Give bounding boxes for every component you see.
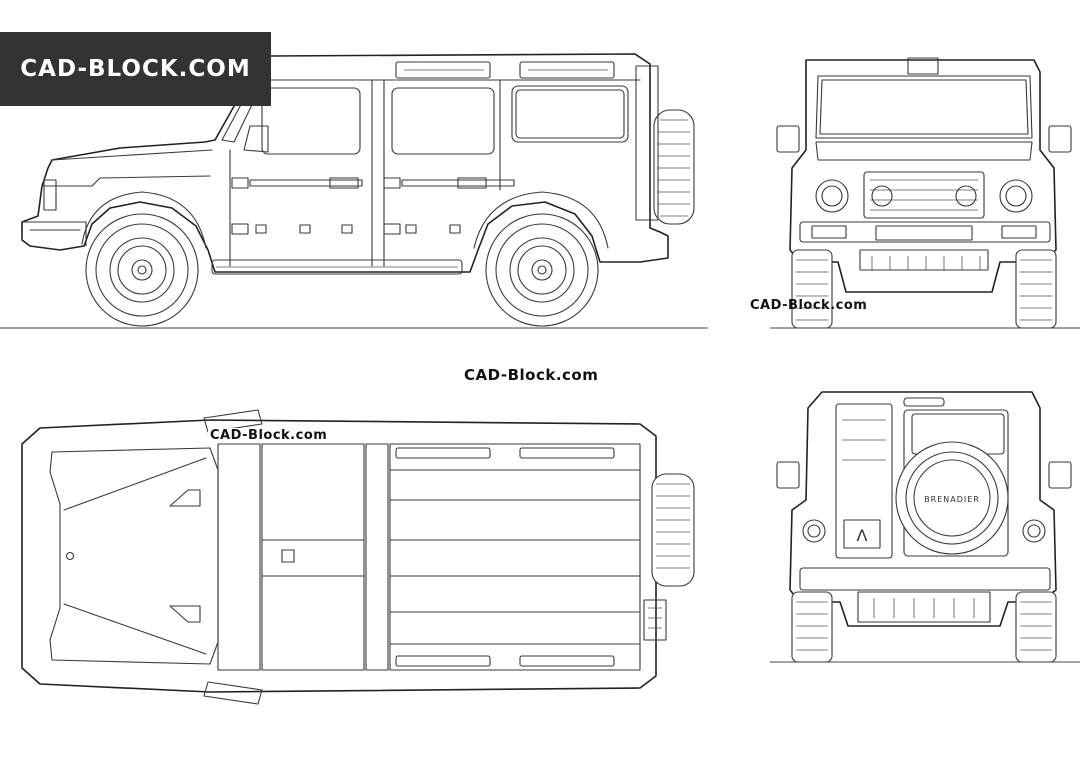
front-mirror-right bbox=[1048, 125, 1072, 153]
front-tire-left bbox=[791, 249, 833, 329]
side-front-wheel bbox=[85, 213, 199, 327]
side-door-handle-1 bbox=[231, 177, 249, 189]
top-roof-rear bbox=[365, 443, 389, 671]
side-headlight bbox=[43, 179, 57, 211]
front-aux-light-left bbox=[871, 185, 893, 207]
rear-logo-box bbox=[843, 519, 881, 549]
side-roof-rack-1 bbox=[395, 61, 491, 79]
side-spare-wheel bbox=[635, 65, 695, 225]
rear-view: Λ BRENADIER bbox=[770, 391, 1080, 663]
rear-light-left bbox=[802, 519, 826, 543]
side-hinges bbox=[231, 223, 461, 235]
rear-body-outline bbox=[789, 391, 1057, 627]
side-sill-step bbox=[211, 259, 463, 275]
front-hood bbox=[815, 141, 1033, 161]
rear-tire-left bbox=[791, 591, 833, 663]
rear-bumper bbox=[799, 567, 1051, 591]
top-roof-hatch bbox=[281, 549, 295, 563]
top-roof-cargo bbox=[389, 443, 641, 671]
side-door-front bbox=[229, 79, 501, 267]
top-rack-2 bbox=[519, 447, 615, 459]
watermark-center: CAD-Block.com bbox=[464, 366, 599, 384]
top-rack-3 bbox=[395, 655, 491, 667]
front-headlight-right bbox=[999, 179, 1033, 213]
front-grille bbox=[863, 171, 985, 219]
front-tire-right bbox=[1015, 249, 1057, 329]
watermark-front-view: CAD-Block.com bbox=[750, 298, 868, 313]
rear-light-right bbox=[1022, 519, 1046, 543]
rear-door-logo: Λ bbox=[857, 526, 868, 545]
side-rear-fender bbox=[473, 191, 609, 249]
rear-mirror-right bbox=[1048, 461, 1072, 489]
side-front-bumper bbox=[21, 221, 87, 247]
top-view bbox=[21, 409, 695, 705]
side-door-handle-2 bbox=[383, 177, 401, 189]
front-roof-box bbox=[907, 57, 939, 75]
side-window-front bbox=[261, 87, 361, 155]
side-window-rear-door bbox=[391, 87, 495, 155]
spare-wheel-badge: BRENADIER bbox=[924, 495, 980, 504]
rear-spare-tire: BRENADIER bbox=[895, 441, 1009, 555]
top-hood-emblem bbox=[65, 551, 75, 561]
cad-block-banner: CAD-BLOCK.COM bbox=[0, 32, 271, 106]
front-skid-plate bbox=[859, 249, 989, 271]
side-front-fender bbox=[81, 191, 207, 249]
side-window-rear bbox=[511, 85, 629, 143]
front-aux-light-right bbox=[955, 185, 977, 207]
top-hood-vent-2 bbox=[169, 605, 201, 623]
front-headlight-left bbox=[815, 179, 849, 213]
top-mirror-top bbox=[203, 409, 263, 433]
rear-mirror-left bbox=[776, 461, 800, 489]
top-body-outline bbox=[21, 419, 657, 693]
top-mirror-bottom bbox=[203, 681, 263, 705]
top-rack-4 bbox=[519, 655, 615, 667]
front-view bbox=[770, 57, 1080, 329]
watermark-top-view: CAD-Block.com bbox=[208, 428, 330, 443]
rear-tire-right bbox=[1015, 591, 1057, 663]
side-mirror bbox=[243, 125, 269, 153]
rear-plate bbox=[857, 591, 991, 623]
front-mirror-left bbox=[776, 125, 800, 153]
front-plate bbox=[875, 225, 973, 241]
rear-ladder-door bbox=[835, 403, 893, 559]
top-hood-vent-1 bbox=[169, 489, 201, 507]
top-roof-front bbox=[261, 443, 365, 671]
top-rack-1 bbox=[395, 447, 491, 459]
front-bumper bbox=[799, 221, 1051, 243]
front-body-outline bbox=[789, 59, 1057, 293]
side-roof-rack-2 bbox=[519, 61, 615, 79]
front-windshield bbox=[815, 75, 1033, 139]
top-spare-wheel bbox=[651, 473, 695, 587]
top-hood bbox=[49, 447, 219, 665]
side-rear-wheel bbox=[485, 213, 599, 327]
side-hood-line bbox=[41, 149, 213, 187]
top-rear-ladder bbox=[643, 599, 667, 641]
rear-brake-light bbox=[903, 397, 945, 407]
top-windshield bbox=[217, 443, 261, 671]
side-view bbox=[0, 53, 708, 329]
